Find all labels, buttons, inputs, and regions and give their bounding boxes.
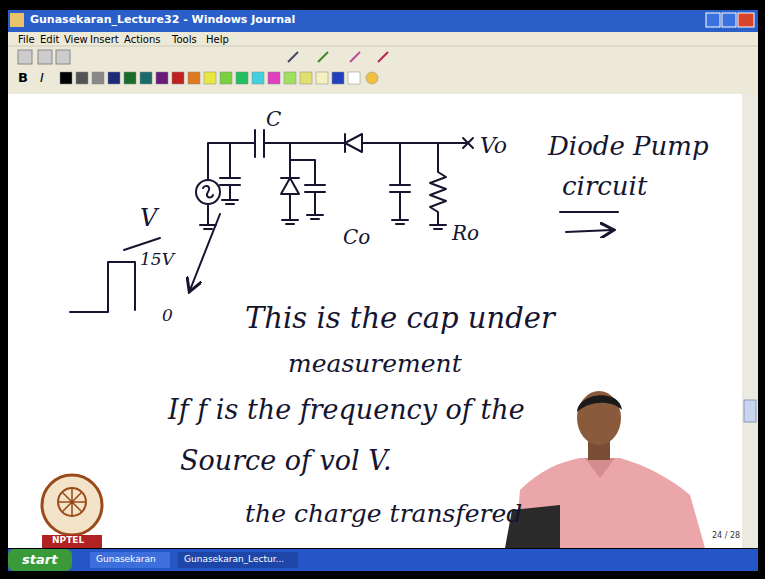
italic-button: I bbox=[40, 71, 44, 85]
menu-item: File bbox=[18, 34, 35, 45]
amplitude-label: 15V bbox=[140, 250, 174, 269]
handwritten-note: If f is the frequency of the bbox=[168, 395, 525, 425]
window-title: Gunasekaran_Lecture32 - Windows Journal bbox=[30, 14, 295, 26]
menu-item: Tools bbox=[172, 34, 197, 45]
menu-item: Help bbox=[206, 34, 229, 45]
source-label: V bbox=[140, 205, 157, 231]
capacitor-label: C bbox=[266, 108, 281, 130]
baseline-label: 0 bbox=[162, 306, 173, 325]
menu-item: Actions bbox=[124, 34, 161, 45]
bold-button: B bbox=[18, 71, 28, 85]
menu-item: View bbox=[64, 34, 88, 45]
handwritten-note: Source of vol V. bbox=[180, 446, 392, 476]
handwritten-note: measurement bbox=[288, 350, 462, 378]
output-voltage-label: Vo bbox=[480, 134, 507, 158]
heading-note: Diode Pump bbox=[548, 132, 709, 161]
page-counter: 24 / 28 bbox=[712, 532, 740, 541]
taskbar-item: Gunasekaran_Lectur... bbox=[184, 555, 284, 565]
start-button: start bbox=[22, 553, 57, 567]
capacitor-label: Co bbox=[343, 226, 370, 248]
resistor-label: Ro bbox=[452, 222, 479, 244]
taskbar-item: Gunasekaran bbox=[96, 555, 156, 565]
menu-item: Insert bbox=[90, 34, 119, 45]
menu-item: Edit bbox=[40, 34, 59, 45]
handwritten-note: the charge transfered bbox=[245, 500, 522, 528]
heading-note: circuit bbox=[562, 172, 647, 201]
logo-text: NPTEL bbox=[52, 536, 84, 546]
handwritten-note: This is the cap under bbox=[245, 303, 555, 335]
